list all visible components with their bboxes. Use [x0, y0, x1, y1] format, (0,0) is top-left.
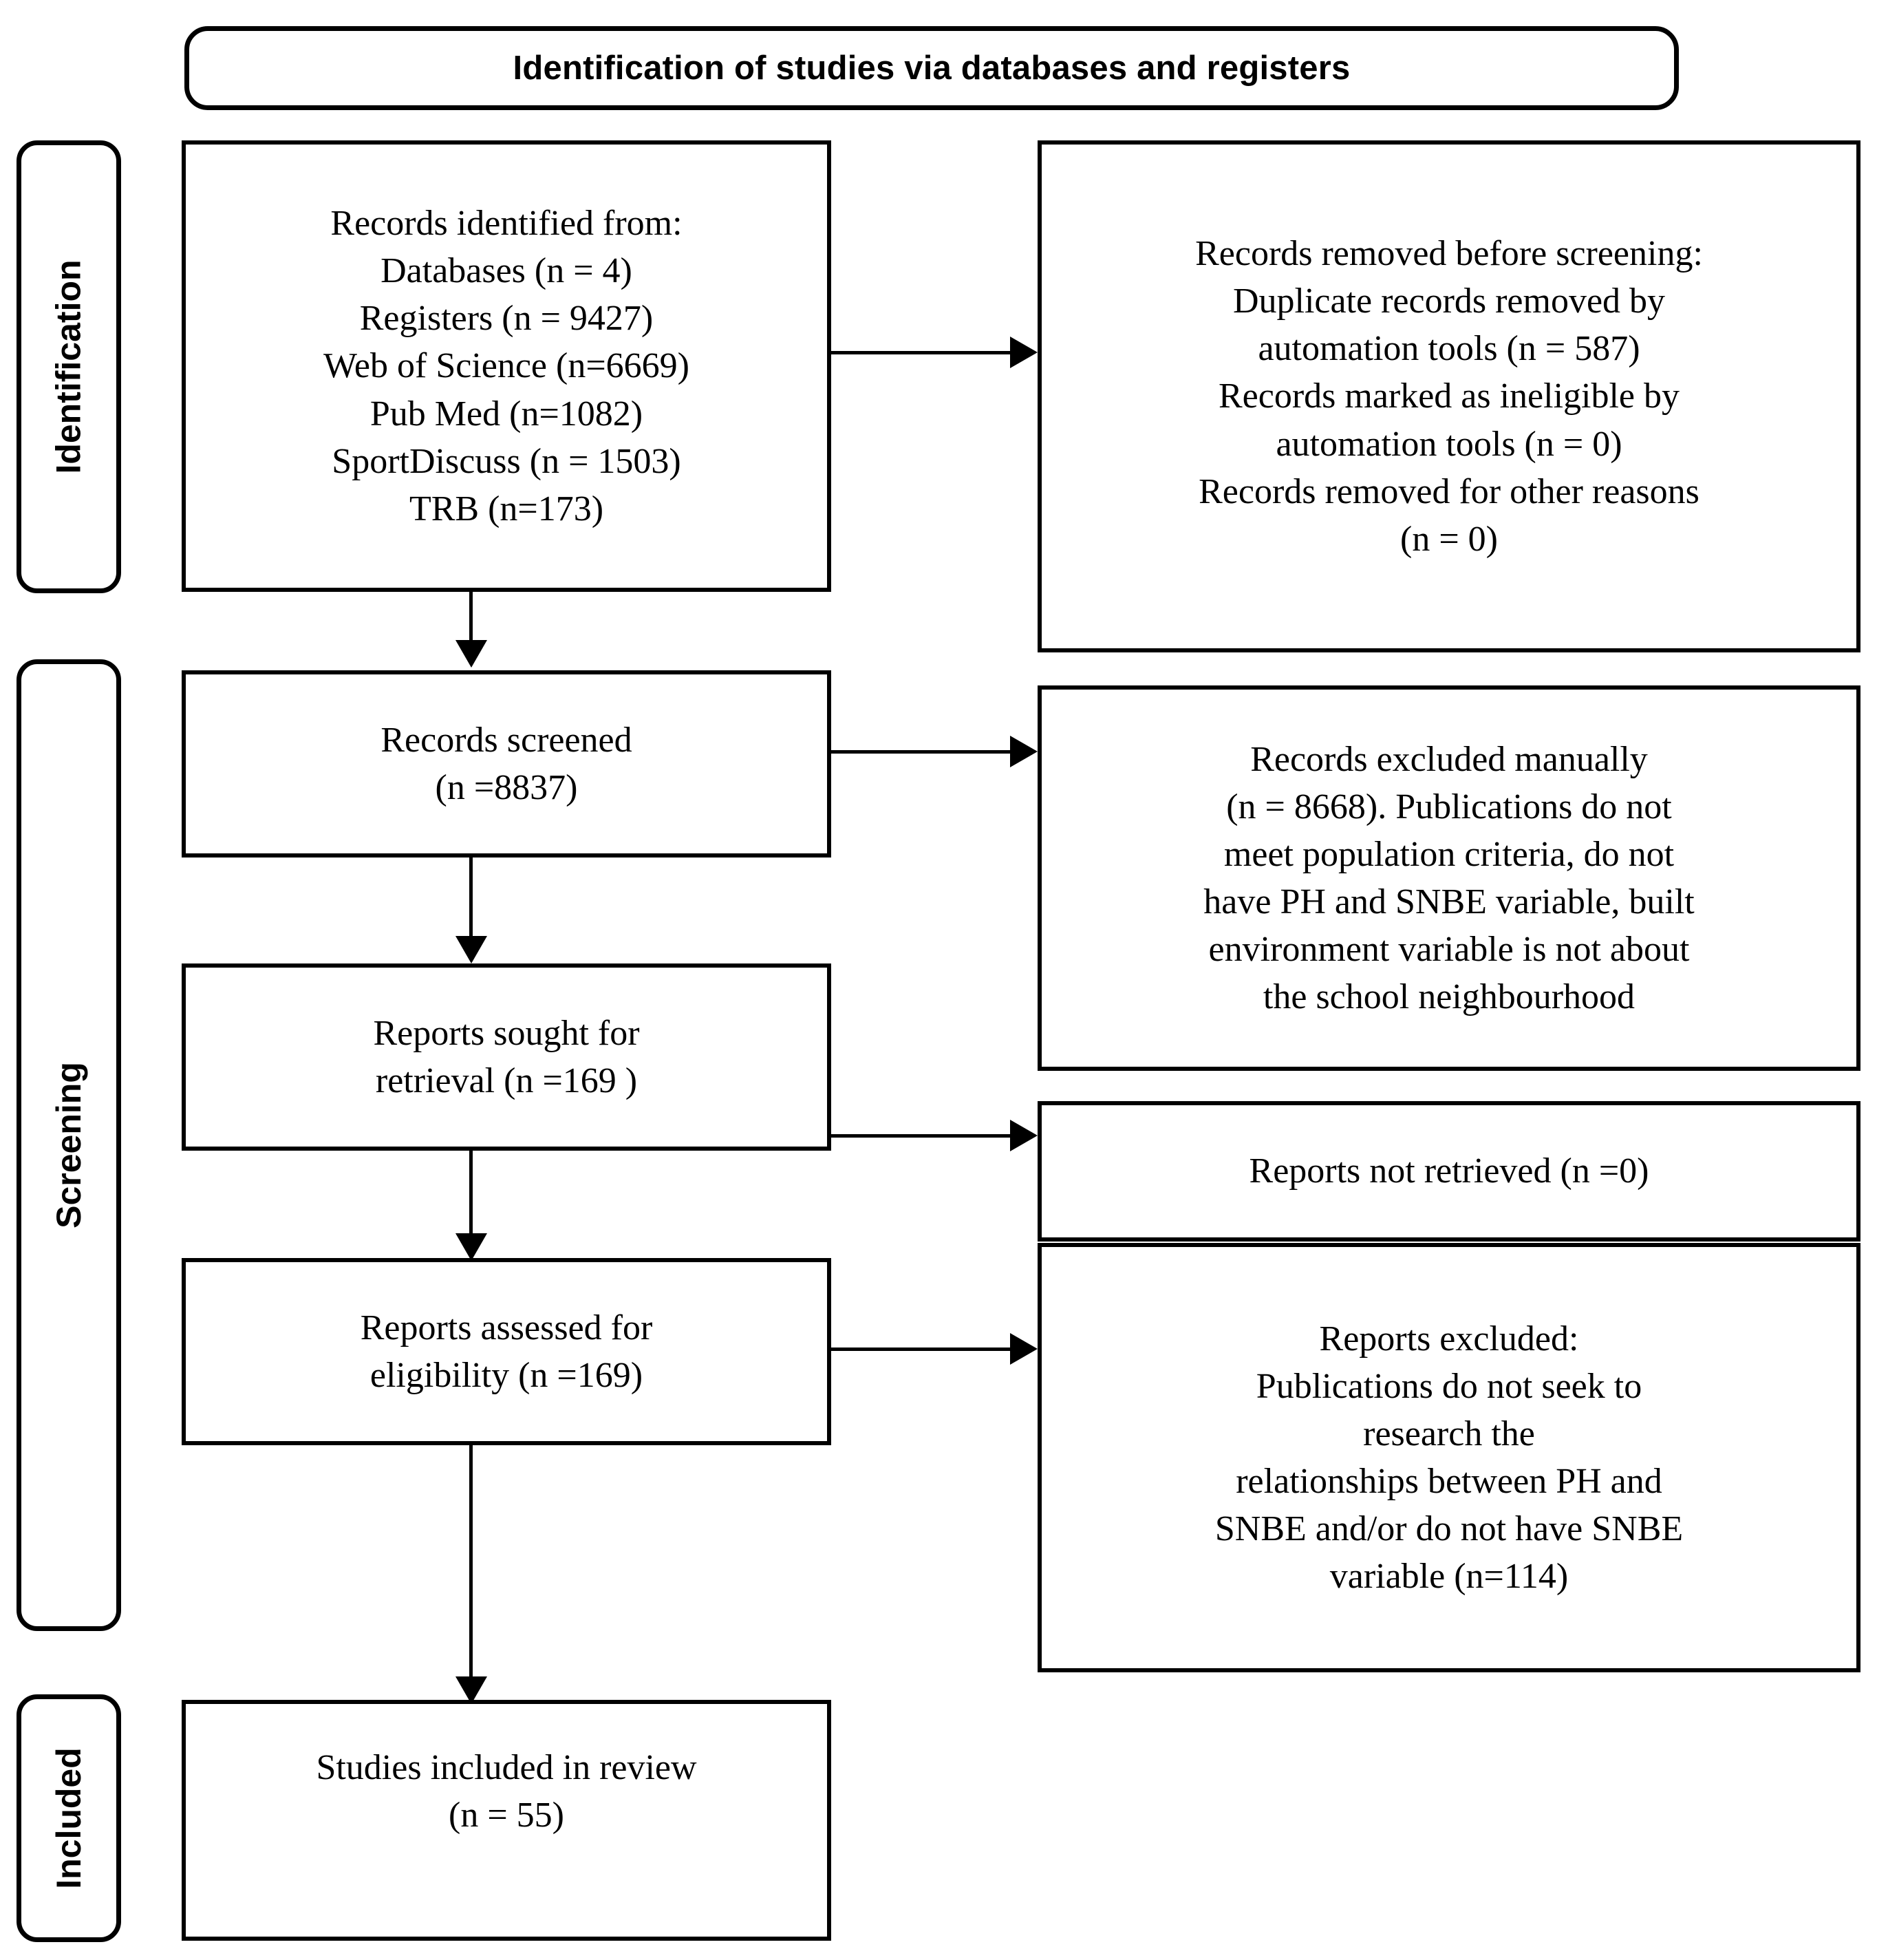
box-line: TRB (n=173)	[409, 489, 604, 529]
box-line: research the	[1363, 1414, 1535, 1453]
box-line: environment variable is not about	[1208, 930, 1690, 970]
box-line: Reports not retrieved (n =0)	[1249, 1151, 1649, 1191]
box-line: Records identified from:	[330, 203, 683, 243]
diagram-header-banner: Identification of studies via databases …	[184, 26, 1679, 110]
box-line: variable (n=114)	[1329, 1557, 1569, 1597]
box-records-excluded-manually: Records excluded manually (n = 8668). Pu…	[1038, 685, 1860, 1071]
box-line: Reports sought for	[373, 1013, 640, 1053]
box-line: have PH and SNBE variable, built	[1203, 882, 1695, 922]
stage-label-screening: Screening	[17, 659, 121, 1631]
box-records-screened: Records screened (n =8837)	[182, 670, 831, 858]
arrowhead-identified-to-screened	[455, 640, 487, 668]
box-line: Databases (n = 4)	[380, 251, 632, 291]
connector-assessed-to-excluded	[831, 1348, 1011, 1351]
box-line: SportDiscuss (n = 1503)	[332, 441, 681, 481]
stage-label-identification-text: Identification	[50, 259, 89, 474]
connector-identified-to-removed	[831, 351, 1011, 354]
diagram-title: Identification of studies via databases …	[513, 50, 1351, 87]
box-line: SNBE and/or do not have SNBE	[1214, 1509, 1684, 1549]
box-line: (n =8837)	[435, 768, 578, 807]
connector-sought-to-not-retrieved	[831, 1134, 1011, 1138]
box-line: Studies included in review	[316, 1748, 697, 1787]
box-line: Records marked as ineligible by	[1218, 376, 1680, 416]
box-line: Records screened	[380, 720, 632, 760]
box-line: Reports excluded:	[1319, 1319, 1579, 1359]
box-line: relationships between PH and	[1236, 1462, 1662, 1501]
box-line: Pub Med (n=1082)	[369, 394, 643, 434]
box-line: automation tools (n = 587)	[1258, 329, 1640, 369]
arrowhead-identified-to-removed	[1010, 337, 1038, 368]
box-line: Publications do not seek to	[1256, 1366, 1642, 1406]
stage-label-screening-text: Screening	[50, 1062, 88, 1228]
arrowhead-screened-to-sought	[455, 936, 487, 963]
arrowhead-sought-to-not-retrieved	[1010, 1120, 1038, 1151]
arrowhead-assessed-to-included	[455, 1676, 487, 1704]
connector-sought-to-assessed	[469, 1151, 473, 1239]
box-line: Records removed before screening:	[1195, 233, 1703, 273]
box-records-removed-before-screening: Records removed before screening: Duplic…	[1038, 140, 1860, 652]
box-line: Registers (n = 9427)	[359, 299, 654, 339]
box-reports-not-retrieved: Reports not retrieved (n =0)	[1038, 1101, 1860, 1242]
box-line: (n = 55)	[449, 1796, 564, 1835]
box-reports-assessed-for-eligibility: Reports assessed for eligibility (n =169…	[182, 1258, 831, 1445]
box-line: retrieval (n =169 )	[375, 1061, 638, 1100]
connector-assessed-to-included	[469, 1445, 473, 1682]
arrowhead-assessed-to-excluded	[1010, 1333, 1038, 1365]
box-line: Records excluded manually	[1250, 739, 1648, 779]
arrowhead-sought-to-assessed	[455, 1233, 487, 1261]
box-line: (n = 0)	[1400, 519, 1498, 559]
connector-identified-to-screened	[469, 592, 473, 646]
box-line: meet population criteria, do not	[1223, 834, 1675, 874]
box-line: automation tools (n = 0)	[1276, 424, 1622, 464]
stage-label-included-text: Included	[50, 1747, 89, 1889]
box-line: the school neighbourhood	[1263, 977, 1635, 1017]
connector-screened-to-excluded	[831, 750, 1011, 754]
box-line: Web of Science (n=6669)	[323, 346, 689, 386]
box-studies-included-in-review: Studies included in review (n = 55)	[182, 1700, 831, 1941]
box-reports-sought-for-retrieval: Reports sought for retrieval (n =169 )	[182, 963, 831, 1151]
box-line: Duplicate records removed by	[1232, 281, 1666, 321]
arrowhead-screened-to-excluded	[1010, 736, 1038, 767]
box-line: eligibility (n =169)	[369, 1356, 643, 1395]
stage-label-included: Included	[17, 1694, 121, 1942]
stage-label-identification: Identification	[17, 140, 121, 593]
box-line: Records removed for other reasons	[1199, 471, 1699, 511]
box-line: (n = 8668). Publications do not	[1226, 787, 1672, 827]
box-line: Reports assessed for	[360, 1308, 653, 1348]
connector-screened-to-sought	[469, 858, 473, 941]
box-reports-excluded: Reports excluded: Publications do not se…	[1038, 1243, 1860, 1672]
box-records-identified: Records identified from: Databases (n = …	[182, 140, 831, 592]
